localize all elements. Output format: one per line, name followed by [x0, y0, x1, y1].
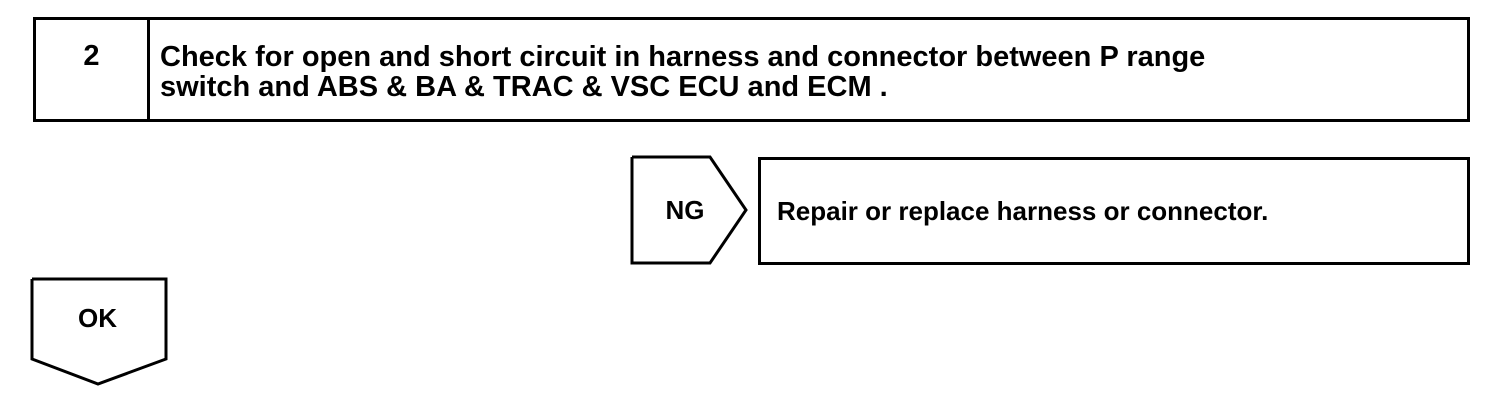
step-title-line-2: switch and ABS & BA & TRAC & VSC ECU and… [160, 71, 888, 103]
ok-arrow-tag: OK [30, 277, 170, 387]
ng-action-box: Repair or replace harness or connector. [758, 157, 1470, 265]
down-arrow-tag-icon [30, 277, 168, 386]
step-number: 2 [36, 20, 150, 119]
ng-arrow-tag: NG [630, 155, 750, 265]
ng-action-text: Repair or replace harness or connector. [777, 195, 1269, 226]
right-arrow-tag-icon [630, 155, 748, 265]
step-title: Check for open and short circuit in harn… [150, 20, 1467, 119]
step-title-line-1: Check for open and short circuit in harn… [160, 41, 1206, 73]
ok-label: OK [78, 303, 117, 333]
ng-label: NG [665, 194, 705, 225]
step-box: 2 Check for open and short circuit in ha… [33, 17, 1470, 122]
